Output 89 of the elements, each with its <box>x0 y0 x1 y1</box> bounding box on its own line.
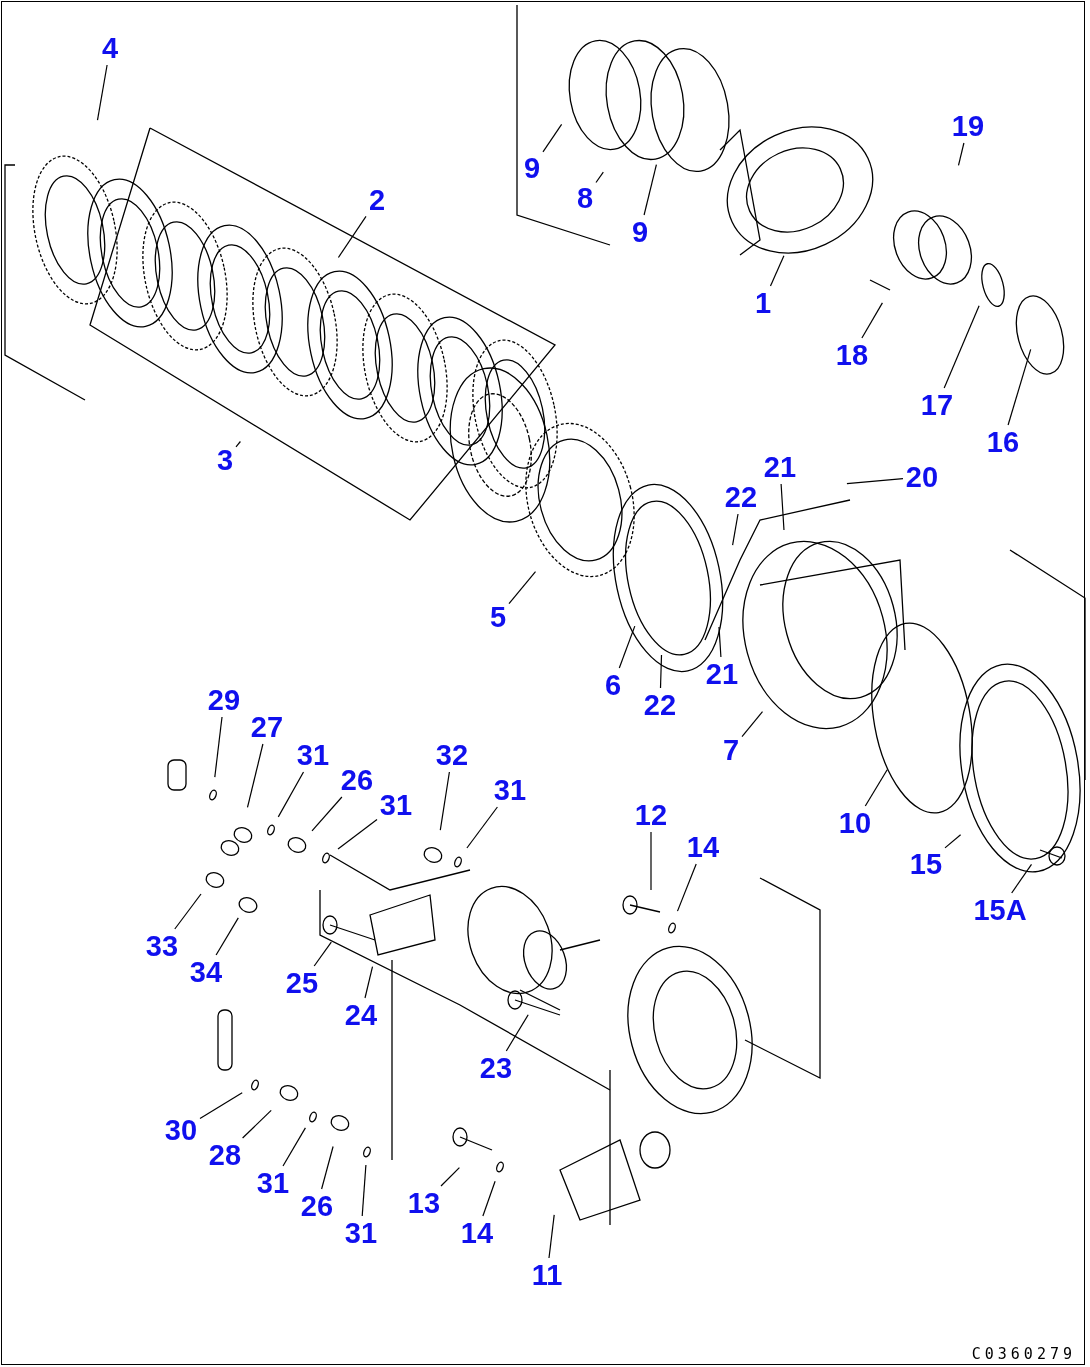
callout-number: 30 <box>163 1115 199 1145</box>
leader-line <box>282 1127 306 1167</box>
callout-number: 31 <box>343 1218 379 1248</box>
leader-line <box>548 1214 555 1259</box>
leader-line <box>676 863 697 912</box>
callout-number: 8 <box>575 183 595 213</box>
leader-line <box>482 1180 496 1217</box>
leader-line <box>235 440 241 448</box>
callout-number: 24 <box>343 1000 379 1030</box>
callout-number: 31 <box>255 1168 291 1198</box>
leader-line <box>337 215 367 259</box>
callout-number: 15A <box>972 895 1028 925</box>
callout-number: 12 <box>633 800 669 830</box>
callout-number: 7 <box>721 735 741 765</box>
leader-line <box>361 1164 367 1217</box>
callout-number: 22 <box>723 482 759 512</box>
callout-number: 15 <box>908 849 944 879</box>
leader-line <box>313 941 332 967</box>
leader-line <box>199 1092 243 1119</box>
callout-number: 13 <box>406 1188 442 1218</box>
callout-number: 18 <box>834 340 870 370</box>
callout-number: 16 <box>985 427 1021 457</box>
leader-line <box>311 796 343 832</box>
callout-number: 9 <box>630 217 650 247</box>
callout-number: 3 <box>215 445 235 475</box>
callout-number: 17 <box>919 390 955 420</box>
callout-number: 1 <box>753 288 773 318</box>
leader-line <box>846 478 904 485</box>
callout-number: 22 <box>642 690 678 720</box>
callout-number: 11 <box>530 1260 564 1290</box>
callout-number: 19 <box>950 111 986 141</box>
leader-line <box>1011 863 1033 894</box>
callout-number: 29 <box>206 685 242 715</box>
leader-line <box>769 255 785 287</box>
callout-number: 2 <box>367 185 387 215</box>
callout-number: 20 <box>904 462 940 492</box>
callout-number: 5 <box>488 602 508 632</box>
callout-number: 28 <box>207 1140 243 1170</box>
callout-number: 32 <box>434 740 470 770</box>
leader-line <box>650 831 652 891</box>
leader-line <box>659 654 663 689</box>
leader-line <box>215 917 239 956</box>
callout-number: 27 <box>249 712 285 742</box>
leader-line <box>861 302 883 339</box>
leader-line <box>741 711 764 738</box>
leader-line <box>505 1014 529 1052</box>
callout-number: 26 <box>339 765 375 795</box>
leader-line <box>439 771 450 831</box>
callout-number: 25 <box>284 968 320 998</box>
callout-number: 31 <box>378 790 414 820</box>
leader-line <box>780 483 785 531</box>
leader-line <box>96 64 108 121</box>
leader-line <box>277 771 305 818</box>
leader-line <box>618 625 636 669</box>
leader-line <box>440 1167 460 1187</box>
callout-number: 4 <box>100 33 120 63</box>
callout-number: 10 <box>837 808 873 838</box>
callout-number: 6 <box>603 670 623 700</box>
leader-line <box>337 818 378 850</box>
leader-line <box>542 123 563 153</box>
leader-line <box>943 305 980 389</box>
leader-line <box>174 893 202 930</box>
leader-line <box>508 571 537 605</box>
callout-number: 23 <box>478 1053 514 1083</box>
callout-number: 33 <box>144 931 180 961</box>
leader-line <box>864 769 888 807</box>
leader-line <box>242 1109 272 1139</box>
leader-line <box>595 171 604 184</box>
leader-line <box>718 626 722 658</box>
callout-number: 34 <box>188 957 224 987</box>
leader-line <box>732 513 739 546</box>
callout-number: 31 <box>295 740 331 770</box>
callout-number: 21 <box>704 659 740 689</box>
leader-line <box>944 834 962 849</box>
callout-number: 14 <box>459 1218 495 1248</box>
drawing-code: C0360279 <box>971 1345 1076 1363</box>
leader-line <box>246 743 264 808</box>
callout-number: 14 <box>685 832 721 862</box>
leader-line <box>1007 348 1032 426</box>
leader-line <box>321 1145 334 1190</box>
leader-line <box>643 164 657 216</box>
callout-number: 9 <box>522 153 542 183</box>
leader-line <box>957 142 965 166</box>
leader-line <box>214 716 223 778</box>
leader-line <box>364 966 374 999</box>
callout-number: 26 <box>299 1191 335 1221</box>
callout-number: 31 <box>492 775 528 805</box>
leader-line <box>466 806 498 849</box>
callout-number: 21 <box>762 452 798 482</box>
